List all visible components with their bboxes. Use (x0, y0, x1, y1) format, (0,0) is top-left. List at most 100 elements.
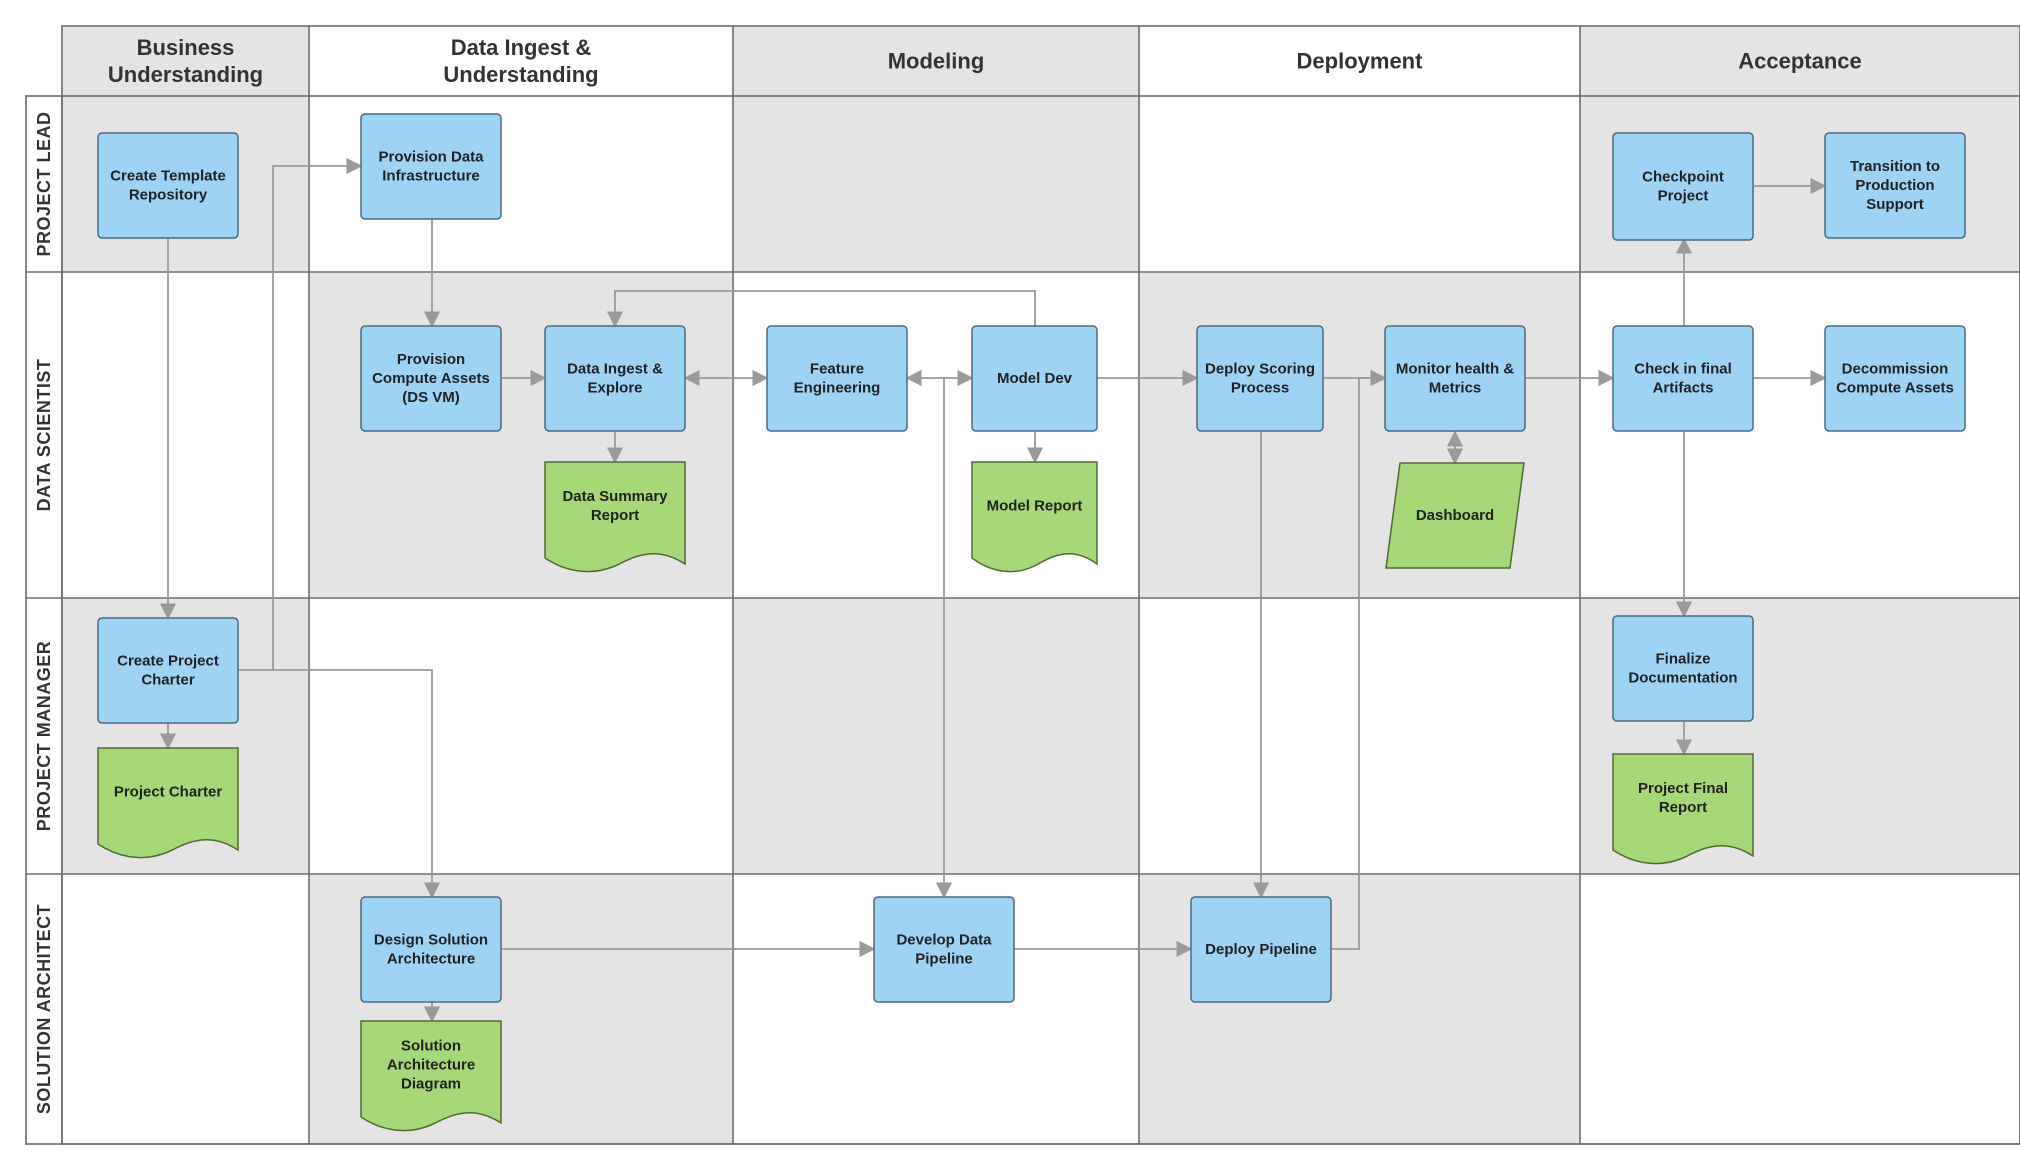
node-label: Model Dev (997, 370, 1073, 387)
node-label: Pipeline (915, 951, 973, 968)
process-box (360, 325, 502, 432)
node-label: Create Template (110, 168, 226, 185)
connector-create-charter-to-provision-infra (238, 157, 363, 671)
process-box (544, 325, 686, 432)
process-box (97, 132, 239, 239)
node-label: Production (1855, 177, 1934, 194)
process-box (360, 896, 502, 1003)
lane-label-manager: PROJECT MANAGER (34, 641, 54, 832)
document-shape (544, 461, 686, 573)
node-label: Data Ingest & (567, 361, 663, 378)
process-box (971, 325, 1098, 432)
node-label: Monitor health & (1396, 361, 1514, 378)
node-label: Support (1866, 196, 1924, 213)
node-label: Provision Data (378, 149, 484, 166)
node-label: Report (591, 507, 639, 524)
process-box (360, 113, 502, 220)
column-header-modeling: Modeling (888, 49, 985, 74)
connector-deploy-pipeline-to-monitor (1331, 369, 1387, 950)
node-label: Compute Assets (1836, 380, 1954, 397)
column-header-label: Acceptance (1738, 49, 1862, 74)
process-box (1612, 615, 1754, 722)
node-label: Transition to (1850, 158, 1940, 175)
node-label: Process (1231, 380, 1289, 397)
document-shape (1612, 753, 1754, 865)
node-label: Compute Assets (372, 370, 490, 387)
node-label: Explore (587, 380, 642, 397)
lane-label-architect: SOLUTION ARCHITECT (34, 904, 54, 1114)
process-box (1196, 325, 1324, 432)
node-model-dev[interactable]: Model Dev (971, 325, 1098, 432)
node-label: Engineering (794, 380, 881, 397)
node-label: Checkpoint (1642, 169, 1724, 186)
node-label: Deploy Scoring (1205, 361, 1315, 378)
node-label: Dashboard (1416, 507, 1494, 524)
node-label: Charter (141, 672, 195, 689)
node-label: Provision (397, 351, 465, 368)
document-shape (971, 461, 1098, 573)
process-box (1824, 325, 1966, 432)
column-header-ingest: Data Ingest &Understanding (443, 35, 598, 87)
column-header-label: Business (137, 35, 235, 60)
column-header-label: Understanding (443, 62, 598, 87)
connector-create-charter-to-design-arch (273, 669, 441, 899)
node-label: Documentation (1628, 670, 1737, 687)
process-box (766, 325, 908, 432)
node-label: Infrastructure (382, 168, 480, 185)
node-label: Check in final (1634, 361, 1732, 378)
node-project-charter[interactable]: Project Charter (97, 747, 239, 859)
node-label: Develop Data (896, 932, 992, 949)
node-label: Repository (129, 187, 208, 204)
node-label: Report (1659, 799, 1707, 816)
document-shape (360, 1020, 502, 1132)
node-label: Solution (401, 1038, 461, 1055)
node-label: Feature (810, 361, 864, 378)
node-label: Architecture (387, 951, 475, 968)
column-header-acceptance: Acceptance (1738, 49, 1862, 74)
node-label: Model Report (987, 498, 1083, 515)
process-box (97, 617, 239, 724)
node-label: Deploy Pipeline (1205, 941, 1317, 958)
column-header-label: Deployment (1297, 49, 1424, 74)
lane-label-lead: PROJECT LEAD (34, 111, 54, 256)
node-label: Project Charter (114, 784, 223, 801)
node-label: Metrics (1429, 380, 1482, 397)
node-label: Project Final (1638, 780, 1728, 797)
node-label: Data Summary (562, 488, 668, 505)
column-header-label: Modeling (888, 49, 985, 74)
node-data-ingest[interactable]: Data Ingest & Explore (544, 325, 686, 432)
node-label: Design Solution (374, 932, 488, 949)
process-box (1384, 325, 1526, 432)
column-header-label: Understanding (108, 62, 263, 87)
node-label: Create Project (117, 653, 219, 670)
node-model-report[interactable]: Model Report (971, 461, 1098, 573)
node-dashboard[interactable]: Dashboard (1385, 462, 1525, 569)
process-box (1190, 896, 1332, 1003)
lane-label-scientist: DATA SCIENTIST (34, 359, 54, 512)
node-monitor[interactable]: Monitor health & Metrics (1384, 325, 1526, 432)
data-shape (1385, 462, 1525, 569)
column-header-deployment: Deployment (1297, 49, 1424, 74)
node-label: Diagram (401, 1076, 461, 1093)
node-label: Architecture (387, 1057, 475, 1074)
node-deploy-pipeline[interactable]: Deploy Pipeline (1190, 896, 1332, 1003)
node-label: Decommission (1842, 361, 1949, 378)
